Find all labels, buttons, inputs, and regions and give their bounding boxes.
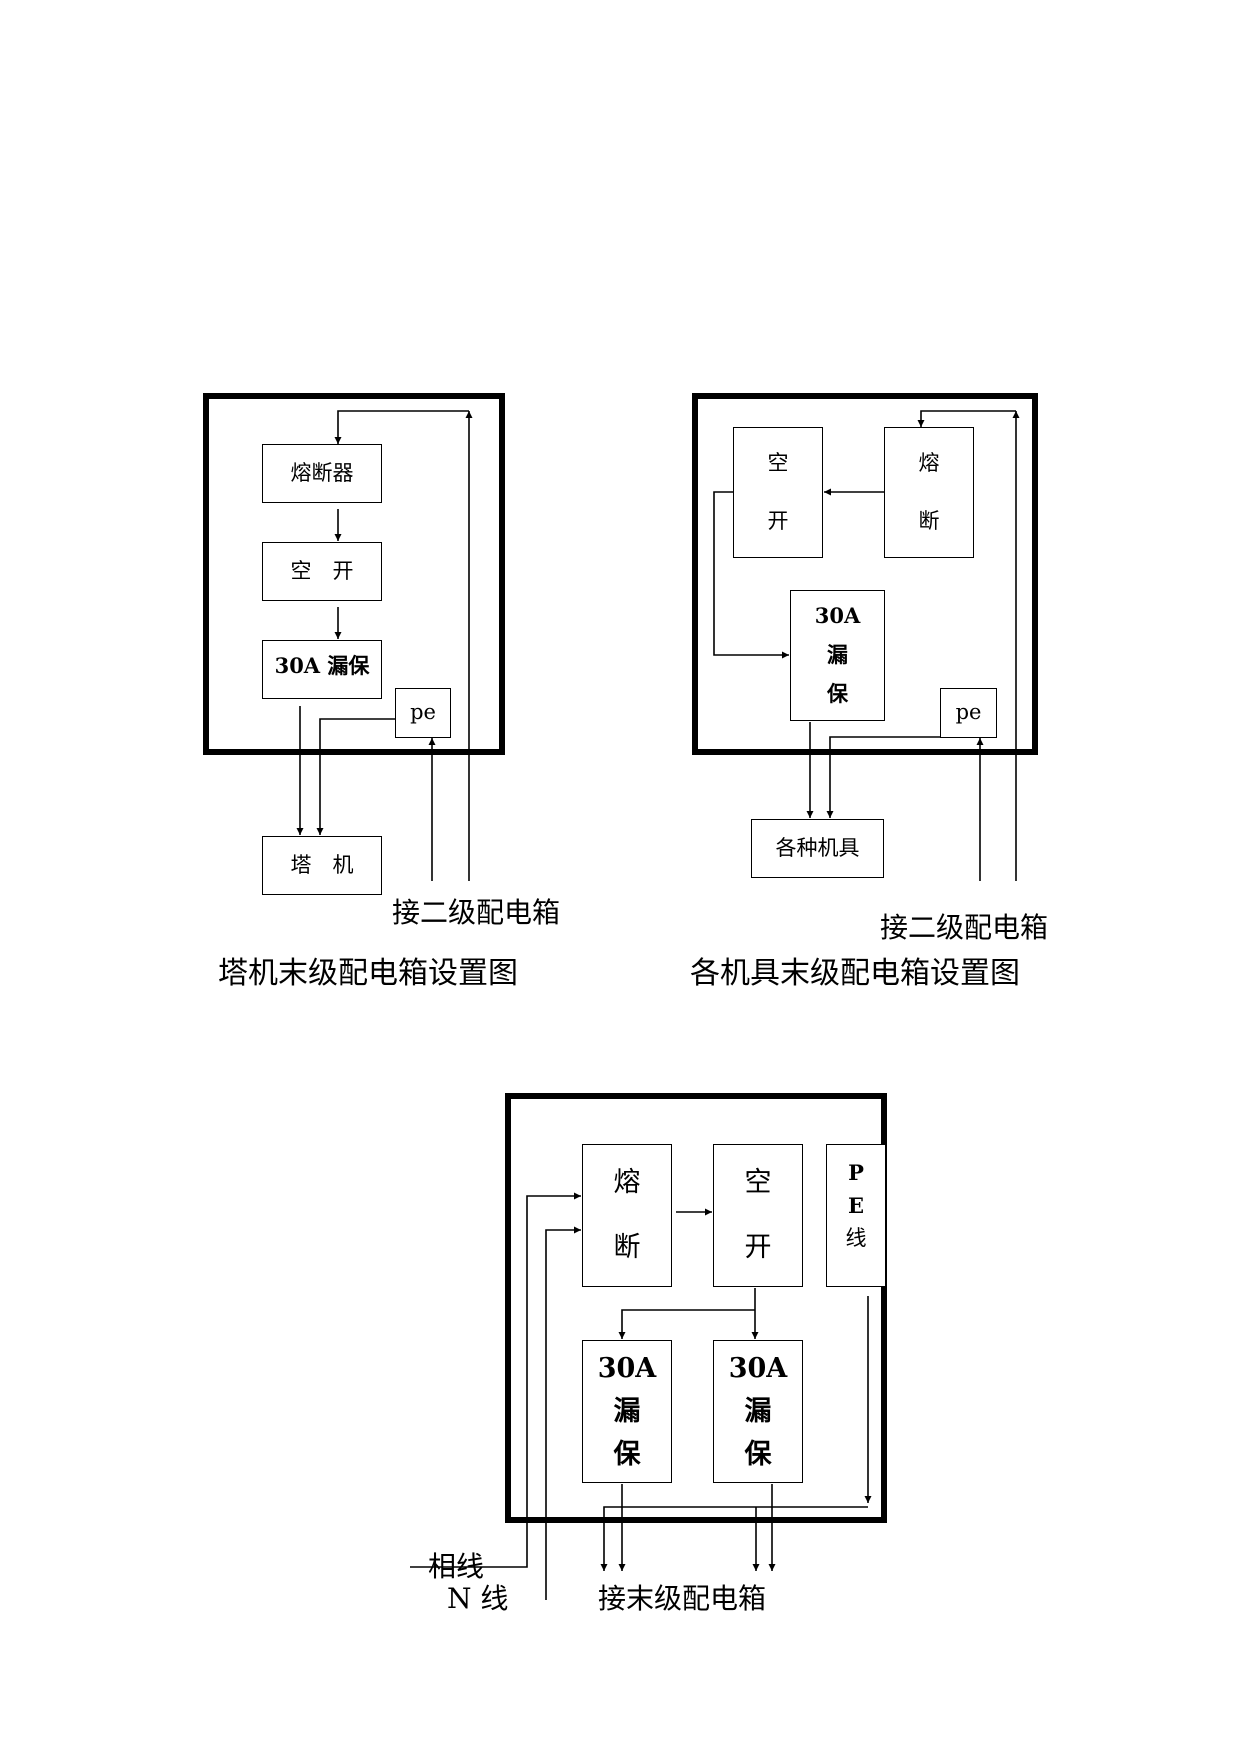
d2-switch-top: 空 [767, 450, 789, 475]
d1-box-frame [203, 393, 505, 755]
d3-rcd-a-2: 漏 [613, 1395, 641, 1427]
d1-switch-label: 空 开 [290, 558, 354, 583]
d2-load-box: 各种机具 [751, 819, 884, 878]
d2-pe-label: pe [955, 700, 982, 725]
d1-load-box: 塔 机 [262, 836, 382, 895]
d3-output-label: 接末级配电箱 [598, 1582, 767, 1615]
d1-pe-out-wire [316, 718, 395, 835]
d3-split-to-rcd-a-wire [618, 1309, 755, 1339]
d3-rcd-b-3: 保 [744, 1438, 772, 1470]
d3-rcd-b-2: 漏 [744, 1395, 772, 1427]
d1-rcd-box: 30A 漏保 [262, 640, 382, 699]
d3-pe-bus-wire [600, 1506, 868, 1571]
d1-caption: 塔机末级配电箱设置图 [218, 956, 518, 991]
d1-switch-box: 空 开 [262, 542, 382, 601]
d2-caption: 各机具末级配电箱设置图 [690, 956, 1020, 991]
d2-box-frame [692, 393, 1038, 755]
d3-fuse-bottom: 断 [613, 1231, 641, 1263]
d3-box-frame [505, 1093, 887, 1523]
d2-rcd-3: 保 [827, 681, 848, 707]
d3-fuse-top: 熔 [613, 1167, 641, 1199]
d3-rcd-a-1: 30A [597, 1352, 657, 1384]
d3-neutral-label: N 线 [447, 1582, 509, 1615]
d1-load-label: 塔 机 [290, 852, 354, 877]
d1-source-label: 接二级配电箱 [392, 896, 561, 929]
d2-load-label: 各种机具 [775, 835, 860, 860]
d2-rcd-1: 30A [814, 603, 861, 629]
d2-fuse-top: 熔 [918, 450, 940, 475]
d1-feed-loop-wire [334, 410, 469, 444]
d2-source-label: 接二级配电箱 [880, 911, 1049, 944]
d2-fuse-bottom: 断 [918, 509, 940, 534]
d3-rcd-a-3: 保 [613, 1438, 641, 1470]
d3-pe-3: 线 [845, 1226, 867, 1251]
d3-pe-1: P [848, 1160, 864, 1185]
d2-switch-bottom: 开 [767, 509, 789, 534]
d1-fuse-box: 熔断器 [262, 444, 382, 503]
d3-switch-box: 空开 [713, 1144, 803, 1287]
d3-pe-2: E [847, 1192, 864, 1218]
d2-fuse-box: 熔断 [884, 427, 974, 558]
d3-fuse-box: 熔断 [582, 1144, 672, 1287]
d3-rcd-b-1: 30A [728, 1352, 788, 1384]
d3-switch-top: 空 [744, 1167, 772, 1199]
d3-neutral-wire [545, 1226, 581, 1600]
d3-rcd-b-box: 30A 漏保 [713, 1340, 803, 1483]
d2-rcd-2: 漏 [827, 642, 848, 668]
d1-fuse-label: 熔断器 [290, 460, 354, 485]
d2-pe-box: pe [940, 688, 997, 738]
d2-pe-out-wire [826, 736, 940, 818]
d1-rcd-label: 30A 漏保 [274, 653, 370, 678]
d2-rcd-box: 30A 漏保 [790, 590, 885, 721]
d2-feed-loop-wire [917, 410, 1016, 427]
d3-phase-wire [410, 1192, 581, 1568]
d2-switch-to-rcd-wire [713, 491, 789, 659]
d3-switch-bottom: 开 [744, 1231, 772, 1263]
d1-pe-box: pe [395, 688, 451, 738]
d3-rcd-a-box: 30A 漏保 [582, 1340, 672, 1483]
d1-pe-label: pe [410, 700, 436, 725]
d2-switch-box: 空开 [733, 427, 823, 558]
